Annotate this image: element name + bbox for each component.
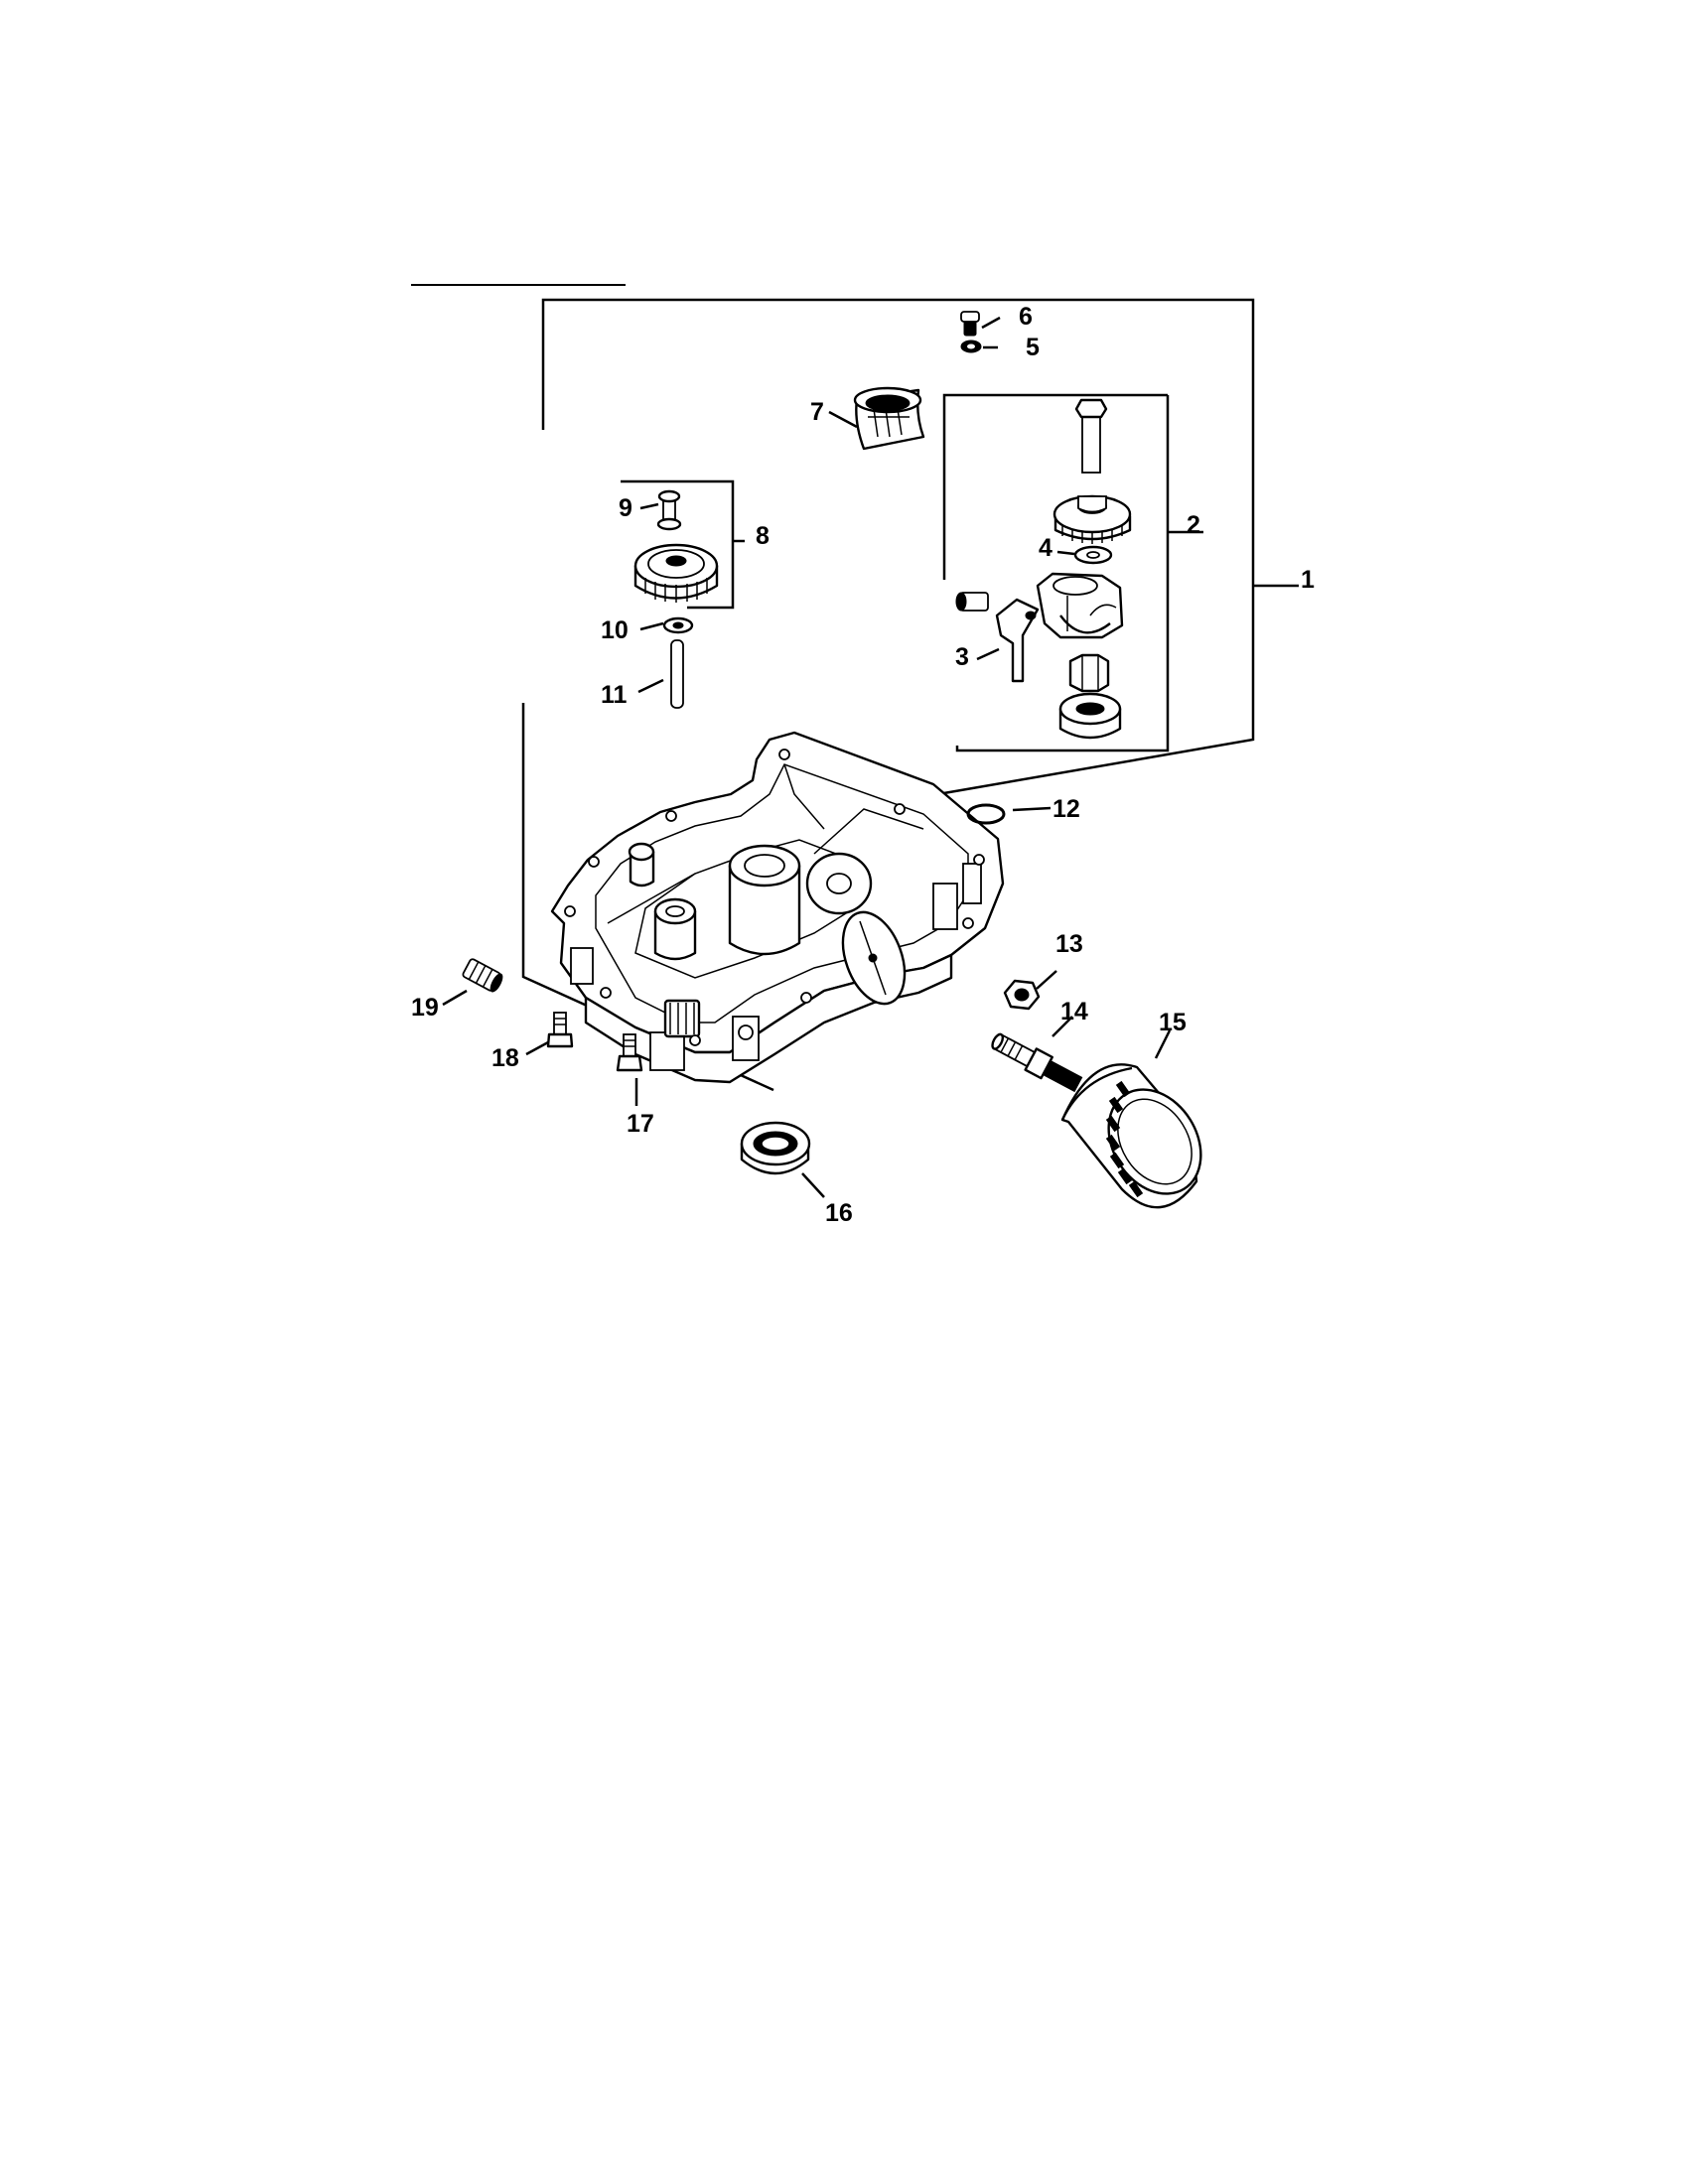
callout-5: 5 (1026, 334, 1040, 361)
washer-10 (639, 616, 694, 634)
callout-9: 9 (619, 494, 632, 522)
bearing-sleeve-7 (828, 386, 925, 451)
callout-11: 11 (601, 681, 628, 709)
callout-7: 7 (810, 398, 824, 426)
washer-5 (960, 340, 998, 353)
callout-13: 13 (1055, 930, 1083, 958)
o-ring-12 (966, 803, 1052, 825)
callout-labels: 1 2 3 4 5 6 7 8 9 10 11 12 13 14 15 16 1… (411, 303, 1315, 1227)
screw-6 (960, 311, 1001, 337)
bolt-17 (616, 1033, 643, 1106)
adapter-fitting-14 (991, 1016, 1083, 1093)
callout-6: 6 (1019, 303, 1033, 331)
callout-15: 15 (1159, 1009, 1187, 1036)
callout-14: 14 (1060, 998, 1088, 1025)
oil-filter-15 (1060, 1029, 1202, 1209)
callout-8: 8 (756, 522, 770, 550)
oil-pump-assembly-2 (955, 398, 1132, 740)
crankcase-cover (550, 731, 1005, 1084)
callout-12: 12 (1052, 795, 1080, 823)
governor-gear-box (621, 479, 735, 610)
plug-19 (442, 958, 503, 1007)
callout-16: 16 (825, 1199, 853, 1227)
callout-18: 18 (491, 1044, 519, 1072)
nut-13 (1003, 970, 1057, 1011)
governor-gear-8 (633, 543, 719, 603)
callout-17: 17 (627, 1110, 654, 1138)
pin-9 (639, 489, 682, 531)
callout-4: 4 (1039, 534, 1052, 562)
callout-2: 2 (1187, 511, 1200, 539)
shaft-11 (637, 639, 684, 709)
callout-19: 19 (411, 994, 439, 1022)
callout-10: 10 (601, 616, 629, 644)
bolt-18 (525, 1012, 574, 1056)
oil-pump-box (942, 393, 1168, 580)
seal-16 (740, 1121, 825, 1198)
callout-3: 3 (955, 643, 969, 671)
callout-1: 1 (1301, 566, 1315, 594)
